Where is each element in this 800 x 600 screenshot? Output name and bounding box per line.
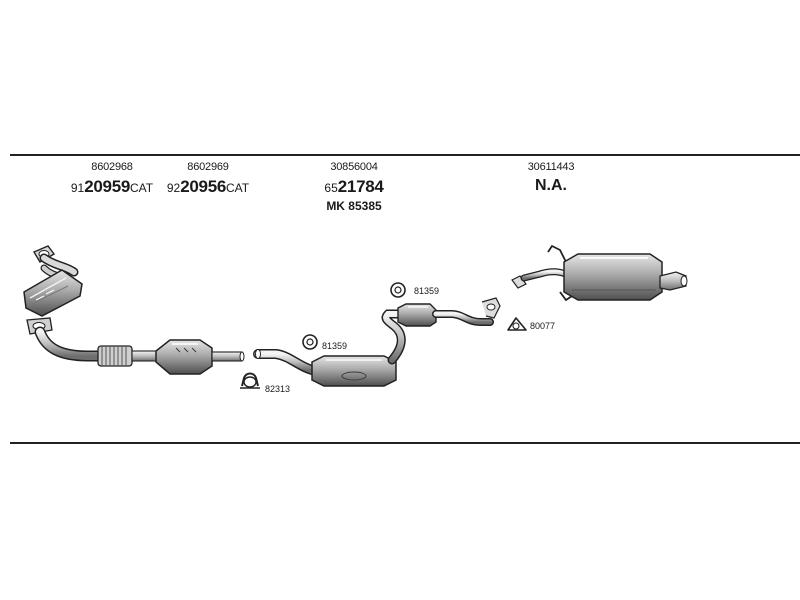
part-reference: 30611443 (527, 161, 575, 173)
callout-clamp-front: 82313 (265, 384, 291, 394)
bottom-divider (10, 442, 800, 444)
part-reference: 8602969 (187, 161, 229, 173)
callout-gasket-center: 81359 (322, 341, 348, 351)
rear-muffler-assembly (511, 244, 688, 302)
part-reference: 8602968 (91, 161, 133, 173)
top-divider (10, 154, 800, 156)
part-number: 9120959CAT (70, 177, 154, 196)
part-number: N.A. (535, 177, 567, 194)
front-pipe-assembly (23, 245, 245, 375)
part-number: 9220956CAT (166, 177, 250, 196)
part-label-front-cat-1: 8602968 9120959CAT (66, 161, 158, 196)
part-number: 6521784 (324, 177, 384, 196)
part-label-center-muffler: 30856004 6521784 MK 85385 (306, 161, 402, 213)
part-label-rear-muffler: 30611443 N.A. (505, 162, 597, 194)
callout-hanger-rear: 80077 (530, 321, 556, 331)
hanger-rubber-icon (507, 317, 527, 331)
callout-gasket-upper: 81359 (414, 286, 440, 296)
clamp-icon (240, 372, 260, 389)
part-reference: 30856004 (330, 161, 378, 173)
gasket-icon (302, 282, 406, 350)
part-label-front-cat-2: 8602969 9220956CAT (162, 161, 254, 196)
part-mounting-kit: MK 85385 (326, 199, 382, 213)
center-muffler-assembly (253, 297, 501, 387)
